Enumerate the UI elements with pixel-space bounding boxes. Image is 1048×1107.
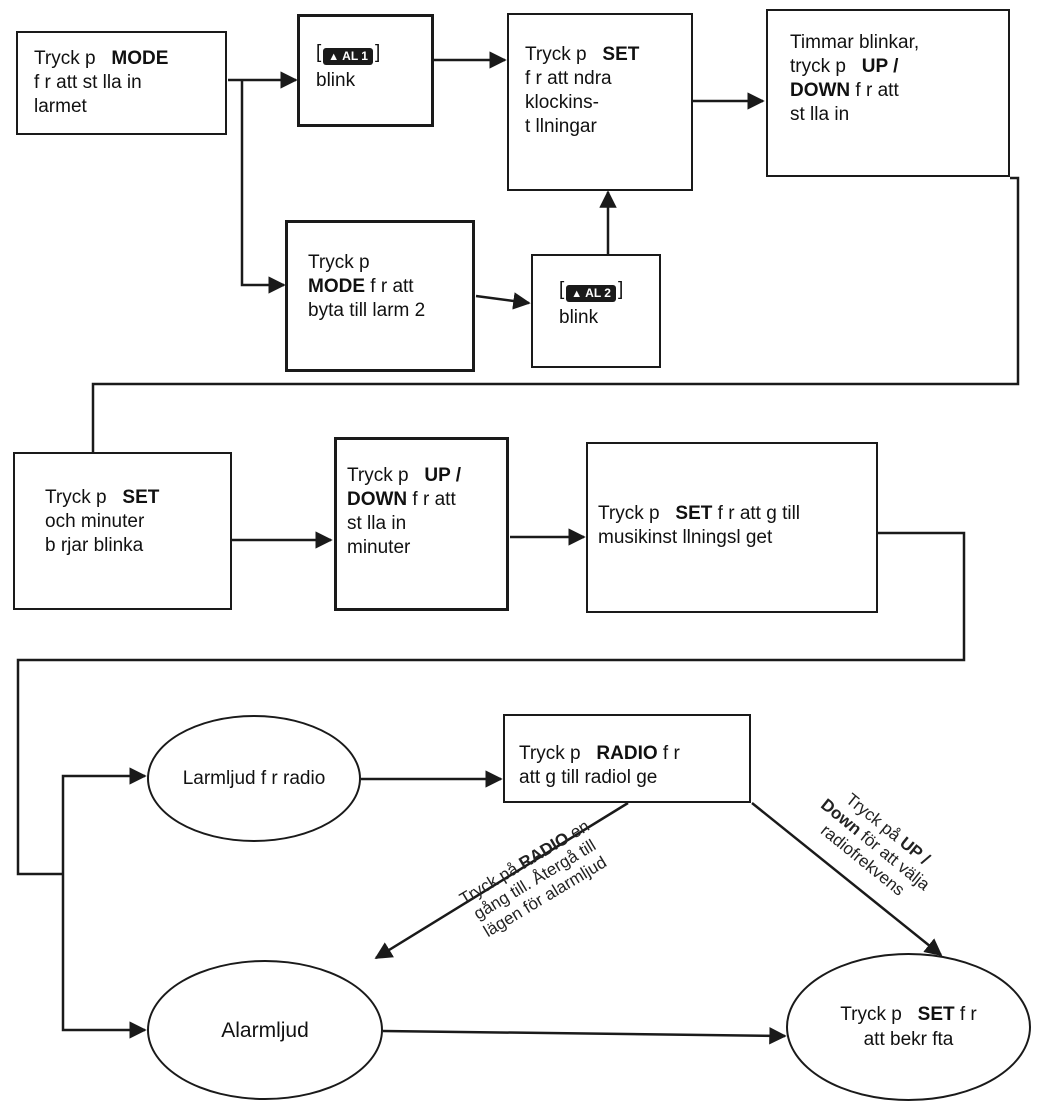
arrow-radiomode-to-confirm <box>751 802 943 957</box>
arrow-mode-to-alarm2 <box>240 80 286 294</box>
arrow-alarm2-to-al2 <box>475 292 531 310</box>
node-radio-alarm-sound: Larmljud f r radio <box>147 715 361 842</box>
node-set-music: Tryck p SET f r att g till musikinst lln… <box>586 442 878 613</box>
lcd-alarm-2-badge: ▲AL 2 <box>566 285 616 302</box>
node-al2-blink: [▲AL 2] blink <box>531 254 661 368</box>
connector-music-to-alarm-sounds <box>16 531 966 876</box>
node-updown-minutes: Tryck p UP / DOWN f r att st lla in minu… <box>334 437 509 611</box>
node-mode-start: Tryck p MODE f r att st lla in larmet <box>16 31 227 135</box>
node-mode-alarm2: Tryck p MODE f r att byta till larm 2 <box>285 220 475 372</box>
connector-hours-to-minutes <box>91 176 1020 452</box>
arrow-radiomode-back-to-alarm <box>374 801 629 960</box>
node-alarm-sound: Alarmljud <box>147 960 383 1100</box>
arrow-to-radio-alarm-sound <box>61 767 147 874</box>
bell-icon: ▲ <box>571 288 583 300</box>
node-al1-blink: [▲AL 1] blink <box>297 14 434 127</box>
node-radio-mode: Tryck p RADIO f r att g till radiol ge <box>503 714 751 803</box>
arrow-alarm-to-confirm <box>382 1027 787 1045</box>
node-set-confirm: Tryck p SET f r att bekr fta <box>786 953 1031 1101</box>
node-set-clock: Tryck p SET f r att ndra klockins- t lln… <box>507 13 693 191</box>
node-hours-blink: Timmar blinkar, tryck p UP / DOWN f r at… <box>766 9 1010 177</box>
arrow-to-alarm-sound <box>61 874 147 1039</box>
bell-icon: ▲ <box>328 51 340 63</box>
lcd-alarm-1-badge: ▲AL 1 <box>323 48 373 65</box>
node-set-minutes: Tryck p SET och minuter b rjar blinka <box>13 452 232 610</box>
